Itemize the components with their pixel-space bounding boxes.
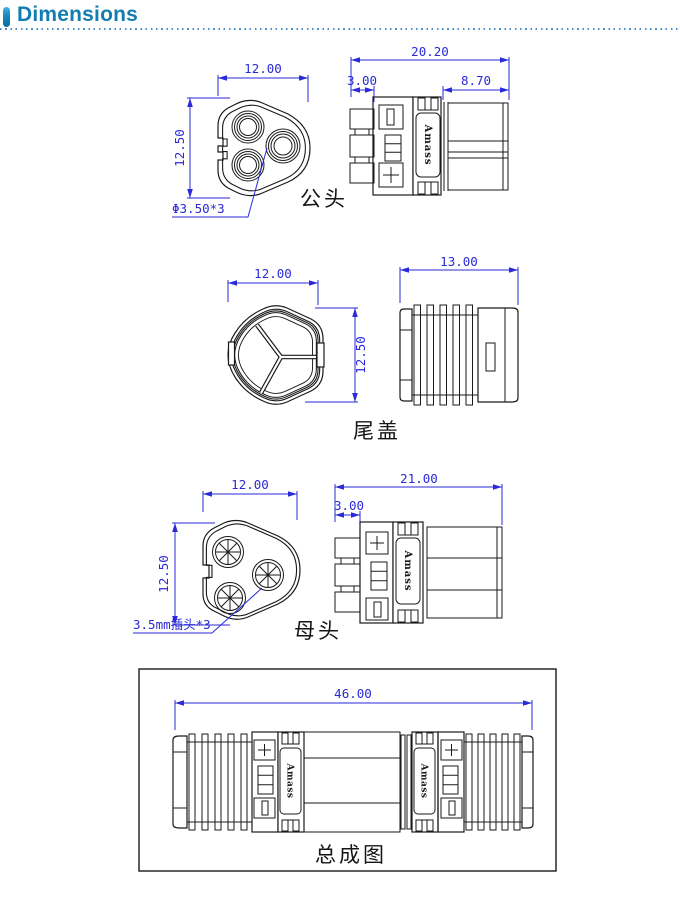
male-side-body: Amass: [349, 96, 509, 196]
dim-male-width: 12.00: [244, 61, 282, 76]
assembly-left-cap: [172, 735, 188, 829]
assembly-left-brand-strip: Amass: [277, 731, 305, 833]
female-caption: 母头: [294, 619, 342, 643]
assembly-right-minus-glyph: [448, 800, 456, 816]
male-side-dimensions: 20.20 3.00 8.70: [347, 44, 510, 102]
brand-text: Amass: [285, 763, 295, 799]
male-side-pins: [349, 108, 375, 184]
dim-male-barrel: 8.70: [461, 73, 491, 88]
assembly-right-brand-strip: Amass: [411, 731, 439, 833]
assembly-left-fuse-window: [257, 765, 274, 795]
male-front-dimensions: 12.00 12.50: [172, 61, 309, 199]
cap-slot: [485, 342, 496, 372]
assembly-right-rib-base: [463, 741, 523, 823]
dim-male-pin: 3.00: [347, 73, 377, 88]
assembly-joint-band: [400, 734, 412, 830]
assembly-view: 46.00 Amass: [138, 668, 557, 872]
assembly-right-ribs: [465, 733, 521, 831]
cap-ribs: [413, 304, 473, 406]
end-cap-side-view: 13.00: [399, 254, 519, 406]
dotted-divider: [0, 28, 680, 30]
cap-left-tab: [227, 341, 236, 366]
female-connector-side-view: 21.00 3.00 Amass: [334, 471, 503, 624]
dim-cap-width: 12.00: [254, 266, 292, 281]
male-brand-strip: Amass: [412, 96, 442, 196]
cap-y-divider: [255, 323, 316, 395]
male-plus-box: [378, 162, 404, 188]
assembly-right-fuse-window: [442, 765, 459, 795]
male-hole-leader: Φ3.50*3: [172, 147, 268, 218]
female-front-body: [202, 519, 301, 620]
female-front-dimensions: 12.00 12.50: [156, 477, 298, 626]
section-header: Dimensions: [0, 0, 680, 30]
female-fuse-window: [370, 561, 388, 591]
dim-female-pin: 3.00: [334, 498, 364, 513]
cap-front-dimensions: 12.00 12.50: [227, 266, 368, 403]
female-connector-front-view: 12.00 12.50 3.5mm插头*3 母头: [133, 477, 342, 643]
dim-cap-length: 13.00: [440, 254, 478, 269]
male-minus-glyph: [386, 108, 395, 126]
header-accent-bar-icon: [3, 7, 10, 27]
male-connector-side-view: 20.20 3.00 8.70: [347, 44, 510, 196]
cap-rib-base: [411, 314, 479, 396]
female-minus-box: [365, 597, 389, 621]
assembly-left-plus-box: [253, 739, 276, 761]
cap-caption: 尾盖: [353, 419, 401, 443]
male-front-body: [217, 99, 311, 197]
cap-front-body: [227, 305, 325, 405]
assembly-right-minus-box: [440, 797, 463, 819]
male-side-barrel: [447, 102, 509, 191]
assembly-dimensions: 46.00: [174, 686, 533, 730]
assembly-border-box: [138, 668, 557, 872]
cap-side-body: [399, 304, 519, 406]
assembly-left-rib-base: [186, 741, 253, 823]
male-fuse-window: [384, 134, 402, 162]
page-title: Dimensions: [17, 3, 139, 26]
female-socket-bottom: [214, 582, 246, 614]
cap-side-dimensions: 13.00: [399, 254, 519, 305]
female-side-dimensions: 21.00 3.00: [334, 471, 503, 527]
brand-text: Amass: [402, 549, 413, 591]
male-connector-front-view: 12.00 12.50 Φ3.50*3 公头: [172, 61, 348, 218]
male-minus-box: [378, 104, 404, 130]
female-side-barrel: [426, 526, 503, 619]
brand-text: Amass: [422, 123, 433, 165]
dim-male-height: 12.50: [172, 129, 187, 167]
female-socket-top-left: [212, 536, 244, 568]
assembly-right-cap: [521, 735, 534, 829]
female-socket-note: 3.5mm插头*3: [133, 617, 211, 632]
cap-right-tab: [316, 342, 325, 368]
cap-rear-body: [477, 307, 519, 403]
brand-text: Amass: [419, 763, 429, 799]
male-hole-note: Φ3.50*3: [172, 201, 225, 216]
female-socket-right: [252, 559, 284, 591]
assembly-left-minus-box: [253, 797, 276, 819]
dim-cap-height: 12.50: [353, 336, 368, 374]
female-side-body: Amass: [334, 521, 503, 624]
male-pin-right: [265, 128, 301, 164]
assembly-left-minus-glyph: [261, 800, 269, 816]
end-cap-front-view: 12.00 12.50 尾盖: [227, 266, 401, 443]
male-caption: 公头: [300, 187, 348, 211]
dim-male-total: 20.20: [411, 44, 449, 59]
female-side-pins: [334, 537, 361, 613]
assembly-left-ribs: [188, 733, 248, 831]
dim-female-total: 21.00: [400, 471, 438, 486]
assembly-right-plus-box: [440, 739, 463, 761]
dim-female-width: 12.00: [231, 477, 269, 492]
male-pin-top-left: [231, 110, 265, 144]
dim-assembly-total: 46.00: [334, 686, 372, 701]
female-minus-glyph: [373, 601, 382, 618]
female-brand-strip: Amass: [392, 521, 424, 624]
assembly-caption: 总成图: [315, 843, 387, 867]
assembly-center-body: [303, 731, 401, 833]
male-pin-bottom-left: [231, 148, 265, 182]
female-socket-leader: 3.5mm插头*3: [133, 587, 263, 634]
assembly-body: Amass Amass: [172, 731, 534, 833]
female-plus-box: [365, 531, 389, 555]
dim-female-height: 12.50: [156, 555, 171, 593]
